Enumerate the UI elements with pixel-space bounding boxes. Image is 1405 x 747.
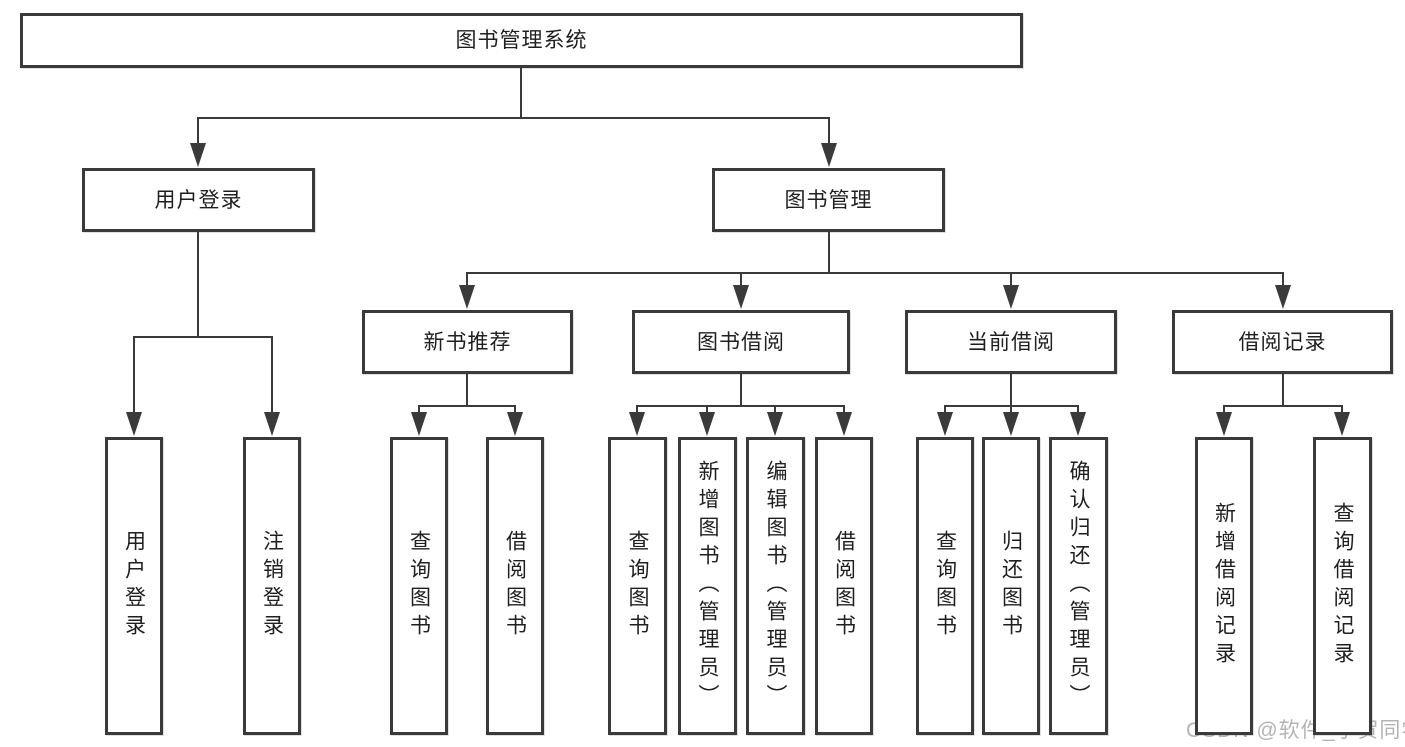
node-label-borrow-books-1: 借阅图书 <box>503 530 527 642</box>
node-label-confirm-return: 确认归还（管理员） <box>1067 460 1090 712</box>
connector-arrow-shaft <box>271 337 273 422</box>
connector-arrow-shaft <box>740 273 742 295</box>
node-label-new-book-recommend: 新书推荐 <box>423 330 512 354</box>
node-user-login-leaf: 用户登录 <box>105 437 163 735</box>
connector-segment <box>133 336 273 338</box>
node-label-root: 图书管理系统 <box>455 29 588 52</box>
node-label-user-login: 用户登录 <box>154 188 243 212</box>
connector-arrow-shaft <box>828 118 830 153</box>
node-query-books-3: 查询图书 <box>916 437 974 735</box>
node-query-books-1: 查询图书 <box>390 437 448 735</box>
connector-segment <box>636 405 845 407</box>
arrow-down-icon <box>629 412 645 436</box>
arrow-down-icon <box>821 143 837 167</box>
node-user-login: 用户登录 <box>82 168 315 232</box>
node-borrow-books-1: 借阅图书 <box>486 437 544 735</box>
node-confirm-return: 确认归还（管理员） <box>1049 437 1108 735</box>
node-borrowing-records: 借阅记录 <box>1172 310 1393 374</box>
node-current-borrowing: 当前借阅 <box>905 310 1117 374</box>
connector-arrow-shaft <box>466 273 468 295</box>
node-add-books-admin: 新增图书（管理员） <box>678 437 737 735</box>
node-label-return-books: 归还图书 <box>999 530 1023 642</box>
arrow-down-icon <box>937 412 953 436</box>
node-borrow-books-2: 借阅图书 <box>815 437 873 735</box>
node-book-management: 图书管理 <box>712 168 945 232</box>
node-label-query-books-3: 查询图书 <box>933 530 957 642</box>
connector-segment <box>466 272 1284 274</box>
node-label-query-books-2: 查询图书 <box>626 530 649 642</box>
node-query-borrow-record: 查询借阅记录 <box>1313 437 1372 735</box>
connector-segment <box>197 117 830 119</box>
node-label-query-books-1: 查询图书 <box>407 530 431 642</box>
connector-segment <box>1223 405 1343 407</box>
node-label-borrow-books-2: 借阅图书 <box>832 530 856 642</box>
connector-segment <box>466 374 468 406</box>
arrow-down-icon <box>836 412 852 436</box>
arrow-down-icon <box>126 412 142 436</box>
node-new-book-recommend: 新书推荐 <box>362 310 573 374</box>
arrow-down-icon <box>699 412 715 436</box>
arrow-down-icon <box>459 285 475 309</box>
connector-arrow-shaft <box>197 118 199 153</box>
connector-segment <box>740 374 742 406</box>
arrow-down-icon <box>507 412 523 436</box>
arrow-down-icon <box>1003 285 1019 309</box>
connector-segment <box>828 232 830 273</box>
arrow-down-icon <box>1216 412 1232 436</box>
connector-arrow-shaft <box>1282 273 1284 295</box>
node-return-books: 归还图书 <box>982 437 1040 735</box>
arrow-down-icon <box>1275 285 1291 309</box>
node-label-add-books-admin: 新增图书（管理员） <box>696 460 719 712</box>
node-add-borrow-record: 新增借阅记录 <box>1195 437 1253 735</box>
node-label-user-login-leaf: 用户登录 <box>122 530 146 642</box>
node-label-add-borrow-record: 新增借阅记录 <box>1212 502 1236 670</box>
connector-segment <box>1010 374 1012 406</box>
node-root: 图书管理系统 <box>20 13 1023 68</box>
arrow-down-icon <box>190 143 206 167</box>
arrow-down-icon <box>264 412 280 436</box>
node-label-current-borrowing: 当前借阅 <box>967 330 1055 354</box>
connector-segment <box>520 68 522 118</box>
node-label-edit-books-admin: 编辑图书（管理员） <box>764 460 787 712</box>
connector-segment <box>418 405 516 407</box>
arrow-down-icon <box>411 412 427 436</box>
arrow-down-icon <box>767 412 783 436</box>
connector-arrow-shaft <box>1010 273 1012 295</box>
node-query-books-2: 查询图书 <box>608 437 667 735</box>
node-label-book-management: 图书管理 <box>784 188 873 212</box>
node-label-borrowing-records: 借阅记录 <box>1238 330 1327 354</box>
arrow-down-icon <box>1334 412 1350 436</box>
connector-segment <box>1282 374 1284 406</box>
node-edit-books-admin: 编辑图书（管理员） <box>746 437 805 735</box>
node-label-book-borrowing: 图书借阅 <box>697 330 785 354</box>
node-label-logout: 注销登录 <box>260 530 284 642</box>
arrow-down-icon <box>733 285 749 309</box>
node-book-borrowing: 图书借阅 <box>632 310 850 374</box>
arrow-down-icon <box>1070 412 1086 436</box>
node-label-query-borrow-record: 查询借阅记录 <box>1331 502 1354 670</box>
arrow-down-icon <box>1003 412 1019 436</box>
connector-segment <box>197 232 199 337</box>
node-logout: 注销登录 <box>243 437 301 735</box>
connector-arrow-shaft <box>133 337 135 422</box>
